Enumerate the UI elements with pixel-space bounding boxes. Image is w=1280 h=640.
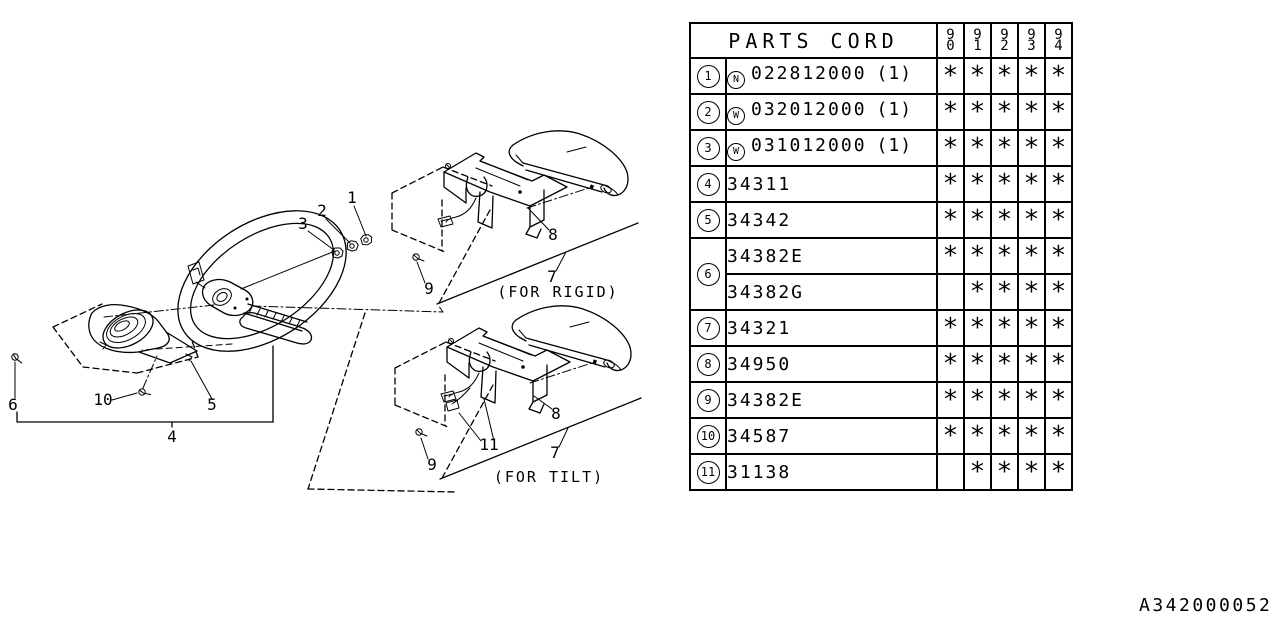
ref-number: 11: [696, 460, 720, 484]
prefix-symbol: W: [727, 106, 745, 125]
parts-row-6b: 34382G * * * *: [690, 273, 1073, 311]
ref-number: 5: [696, 208, 720, 232]
prefix-symbol: N: [727, 70, 745, 89]
callout-8-tilt: 8: [551, 404, 561, 423]
callout-7-rigid: 7: [547, 267, 557, 286]
construction-lines: [251, 304, 457, 493]
parts-row-9: 9 34382E * * * * *: [689, 381, 1073, 419]
rigid-assembly: 9 8 7 (FOR RIGID): [392, 131, 638, 305]
drawing-number: A342000052: [1139, 595, 1273, 616]
ref-number: 7: [696, 316, 720, 340]
horn-pad-assembly: 6 10 5 4: [8, 303, 274, 446]
ref-number: 1: [696, 64, 720, 88]
note-for-rigid: (FOR RIGID): [497, 283, 618, 301]
ref-number: 9: [696, 388, 720, 412]
callout-9-rigid: 9: [424, 279, 434, 298]
callout-2: 2: [317, 201, 327, 220]
part-code-cell: 34587: [725, 417, 938, 455]
part-code-cell: 34342: [725, 201, 938, 239]
callout-11: 11: [479, 435, 498, 454]
prefix-symbol: W: [727, 142, 745, 161]
ref-number: 6: [696, 262, 720, 286]
screw-10-glyph: [137, 386, 152, 397]
table-title: PARTS CORD: [689, 22, 938, 59]
part-code-cell: 34382E: [725, 381, 938, 419]
ref-number: 10: [696, 424, 720, 448]
spoke-hatching: [248, 306, 301, 327]
ref-number: 2: [696, 100, 720, 124]
callout-8-rigid: 8: [548, 225, 558, 244]
callout-3: 3: [298, 214, 308, 233]
note-for-tilt: (FOR TILT): [494, 468, 604, 486]
parts-row-11: 11 31138 * * * *: [689, 453, 1073, 491]
steering-wheel: [177, 210, 347, 423]
screw-6-glyph: [10, 352, 25, 364]
washer-2-glyph: [345, 239, 360, 253]
part-code-cell: 34382E: [725, 237, 938, 275]
part-code-cell: 34950: [725, 345, 938, 383]
ref-number: 4: [696, 172, 720, 196]
parts-row-4: 4 34311 * * * * *: [689, 165, 1073, 203]
parts-row-6a: 6 34382E * * * * *: [689, 237, 1073, 311]
callout-1: 1: [347, 188, 357, 207]
tilt-assembly: 9 8 7 11 (FOR TILT): [395, 306, 641, 486]
exploded-diagram: 1 2 3 6: [8, 0, 690, 493]
ref-number: 8: [696, 352, 720, 376]
part-code-cell: 34321: [725, 309, 938, 347]
parts-row-10: 10 34587 * * * * *: [689, 417, 1073, 455]
parts-row-7: 7 34321 * * * * *: [689, 309, 1073, 347]
fastener-nuts: 1 2 3: [298, 188, 374, 259]
callout-4: 4: [167, 427, 177, 446]
callout-5: 5: [207, 395, 217, 414]
part-code-cell: 34382G: [725, 273, 938, 311]
callout-9-tilt: 9: [427, 455, 437, 474]
part-code-cell: 34311: [725, 165, 938, 203]
callout-10: 10: [93, 390, 112, 409]
part-code-cell: 31138: [725, 453, 938, 491]
parts-row-8: 8 34950 * * * * *: [689, 345, 1073, 383]
callout-7-tilt: 7: [550, 443, 560, 462]
parts-row-5: 5 34342 * * * * *: [689, 201, 1073, 239]
ref-number: 3: [696, 136, 720, 160]
callout-6: 6: [8, 395, 18, 414]
